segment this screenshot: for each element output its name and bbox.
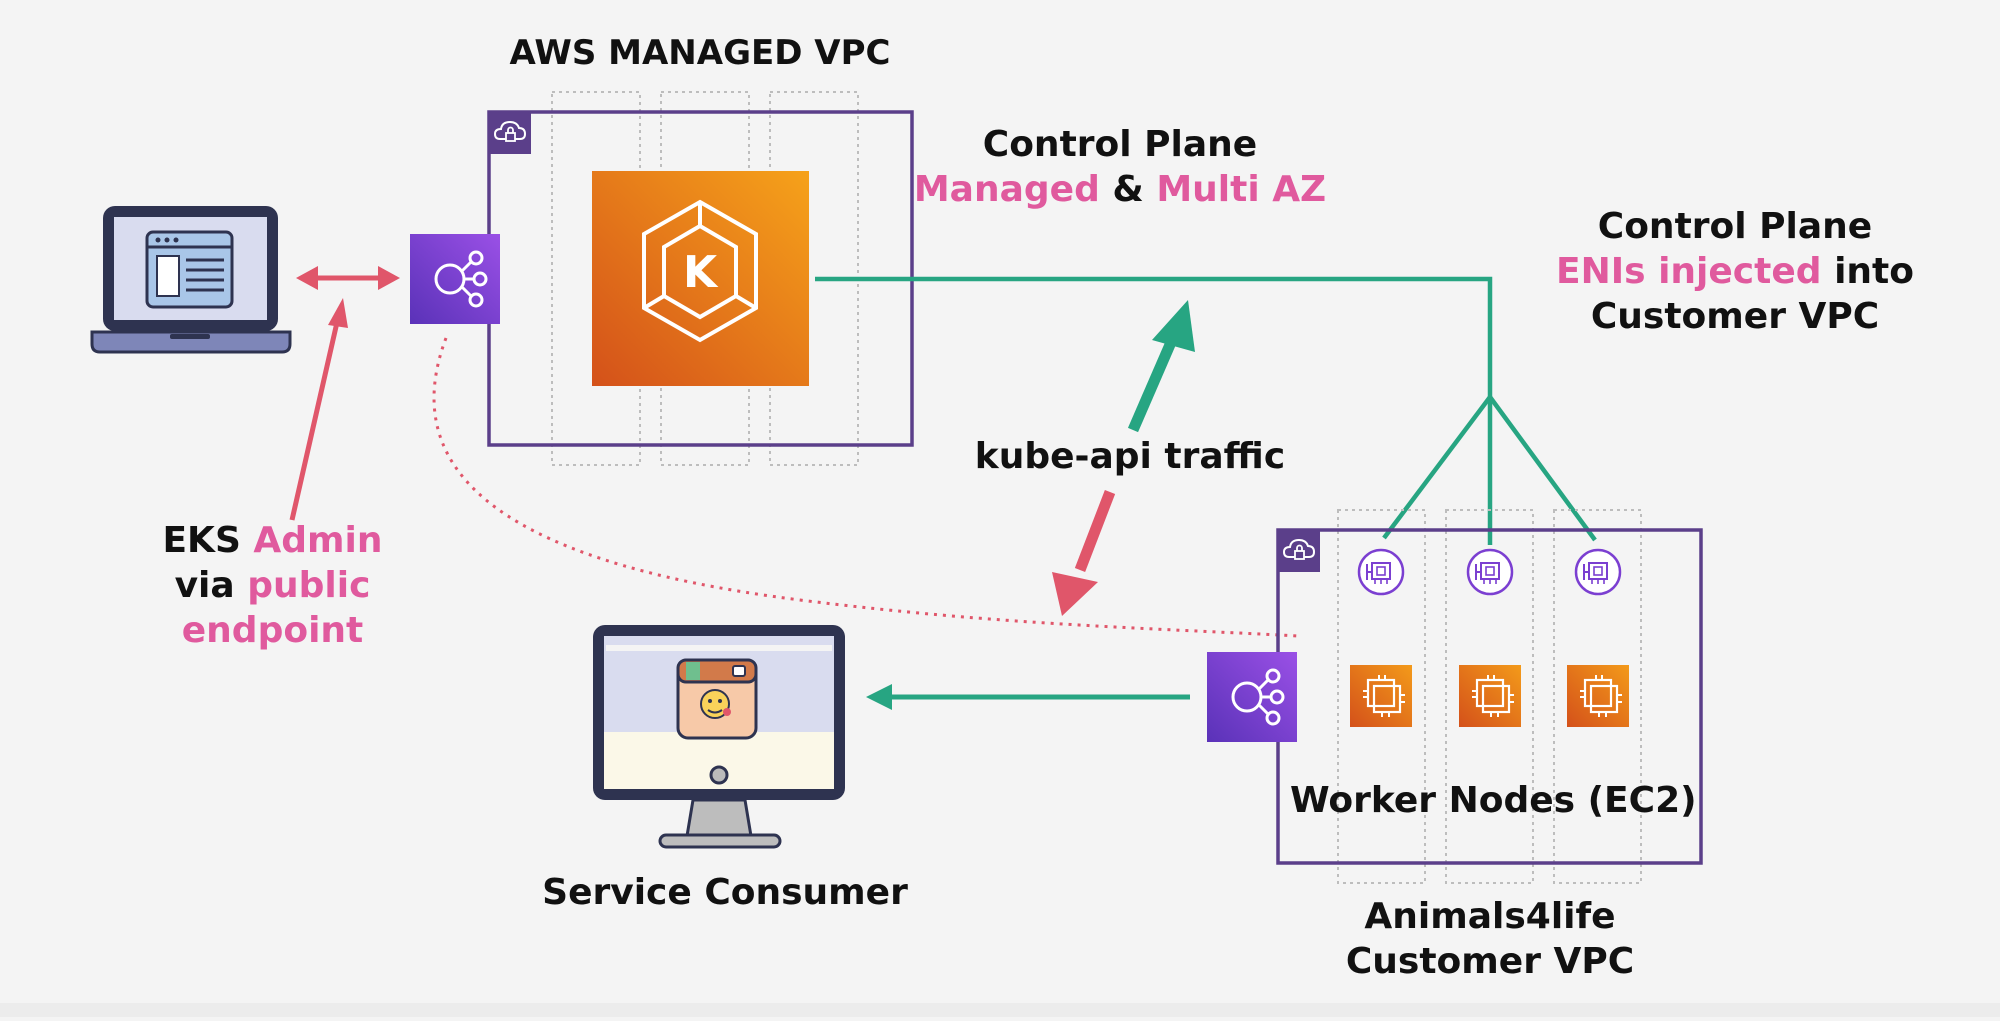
kube-api-green-arrow bbox=[1127, 300, 1195, 433]
bottom-bar bbox=[0, 1003, 2000, 1017]
enis-injected-line: ENIs injected into bbox=[1530, 249, 1940, 294]
into-text: into bbox=[1821, 251, 1914, 292]
endpoint-text: endpoint bbox=[181, 610, 364, 651]
ec2-instance-icon bbox=[1348, 663, 1414, 729]
laptop-icon bbox=[90, 206, 292, 354]
customer-vpc-line-2: Customer VPC bbox=[1345, 941, 1635, 982]
control-plane-eni-label: Control Plane ENIs injected into Custome… bbox=[1530, 204, 1940, 339]
managed-text: Managed bbox=[913, 169, 1100, 210]
kube-api-red-arrow bbox=[1052, 490, 1116, 616]
vpc-cloud-lock-icon bbox=[1277, 529, 1321, 573]
network-interface-icon bbox=[1574, 548, 1622, 596]
worker-elb-icon bbox=[1205, 650, 1299, 744]
kube-api-traffic-label: kube-api traffic bbox=[940, 434, 1320, 479]
admin-up-arrow bbox=[289, 298, 348, 521]
worker-nodes-label: Worker Nodes (EC2) bbox=[1290, 780, 1697, 821]
public-endpoint-dotted-path bbox=[432, 337, 1299, 638]
via-text: via bbox=[174, 565, 248, 606]
network-interface-icon bbox=[1466, 548, 1514, 596]
admin-text: Admin bbox=[253, 520, 383, 561]
control-plane-title: Control Plane bbox=[982, 124, 1258, 165]
public-text: public bbox=[247, 565, 371, 606]
eks-text: EKS bbox=[162, 520, 254, 561]
service-consumer-arrow bbox=[866, 684, 1190, 710]
eks-admin-label: EKS Admin via public endpoint bbox=[140, 518, 405, 653]
service-consumer-label: Service Consumer bbox=[542, 872, 908, 913]
vpc-cloud-lock-icon bbox=[488, 111, 532, 155]
aws-managed-vpc-label: AWS MANAGED VPC bbox=[509, 33, 891, 73]
control-plane-eni-lines bbox=[815, 276, 1597, 545]
animals4life-line: Animals4life bbox=[1364, 896, 1616, 937]
control-plane-title-2: Control Plane bbox=[1597, 206, 1873, 247]
desktop-monitor-icon bbox=[593, 625, 845, 849]
public-endpoint-elb-icon bbox=[408, 232, 502, 326]
via-public-line: via public bbox=[140, 563, 405, 608]
customer-vpc-az-columns bbox=[1337, 509, 1642, 884]
customer-vpc-label: Animals4life Customer VPC bbox=[1310, 894, 1670, 984]
eks-kubernetes-icon: K bbox=[592, 171, 809, 386]
enis-injected-text: ENIs injected bbox=[1556, 251, 1822, 292]
multi-az-text: Multi AZ bbox=[1156, 169, 1327, 210]
managed-multi-az-line: Managed & Multi AZ bbox=[900, 167, 1340, 212]
customer-vpc-line: Customer VPC bbox=[1590, 296, 1880, 337]
ec2-instance-icon bbox=[1457, 663, 1523, 729]
svg-text:K: K bbox=[683, 247, 719, 298]
control-plane-managed-label: Control Plane Managed & Multi AZ bbox=[900, 122, 1340, 212]
eks-admin-line: EKS Admin bbox=[140, 518, 405, 563]
ampersand-text: & bbox=[1099, 169, 1157, 210]
admin-double-arrow bbox=[296, 266, 400, 290]
network-interface-icon bbox=[1357, 548, 1405, 596]
ec2-instance-icon bbox=[1565, 663, 1631, 729]
